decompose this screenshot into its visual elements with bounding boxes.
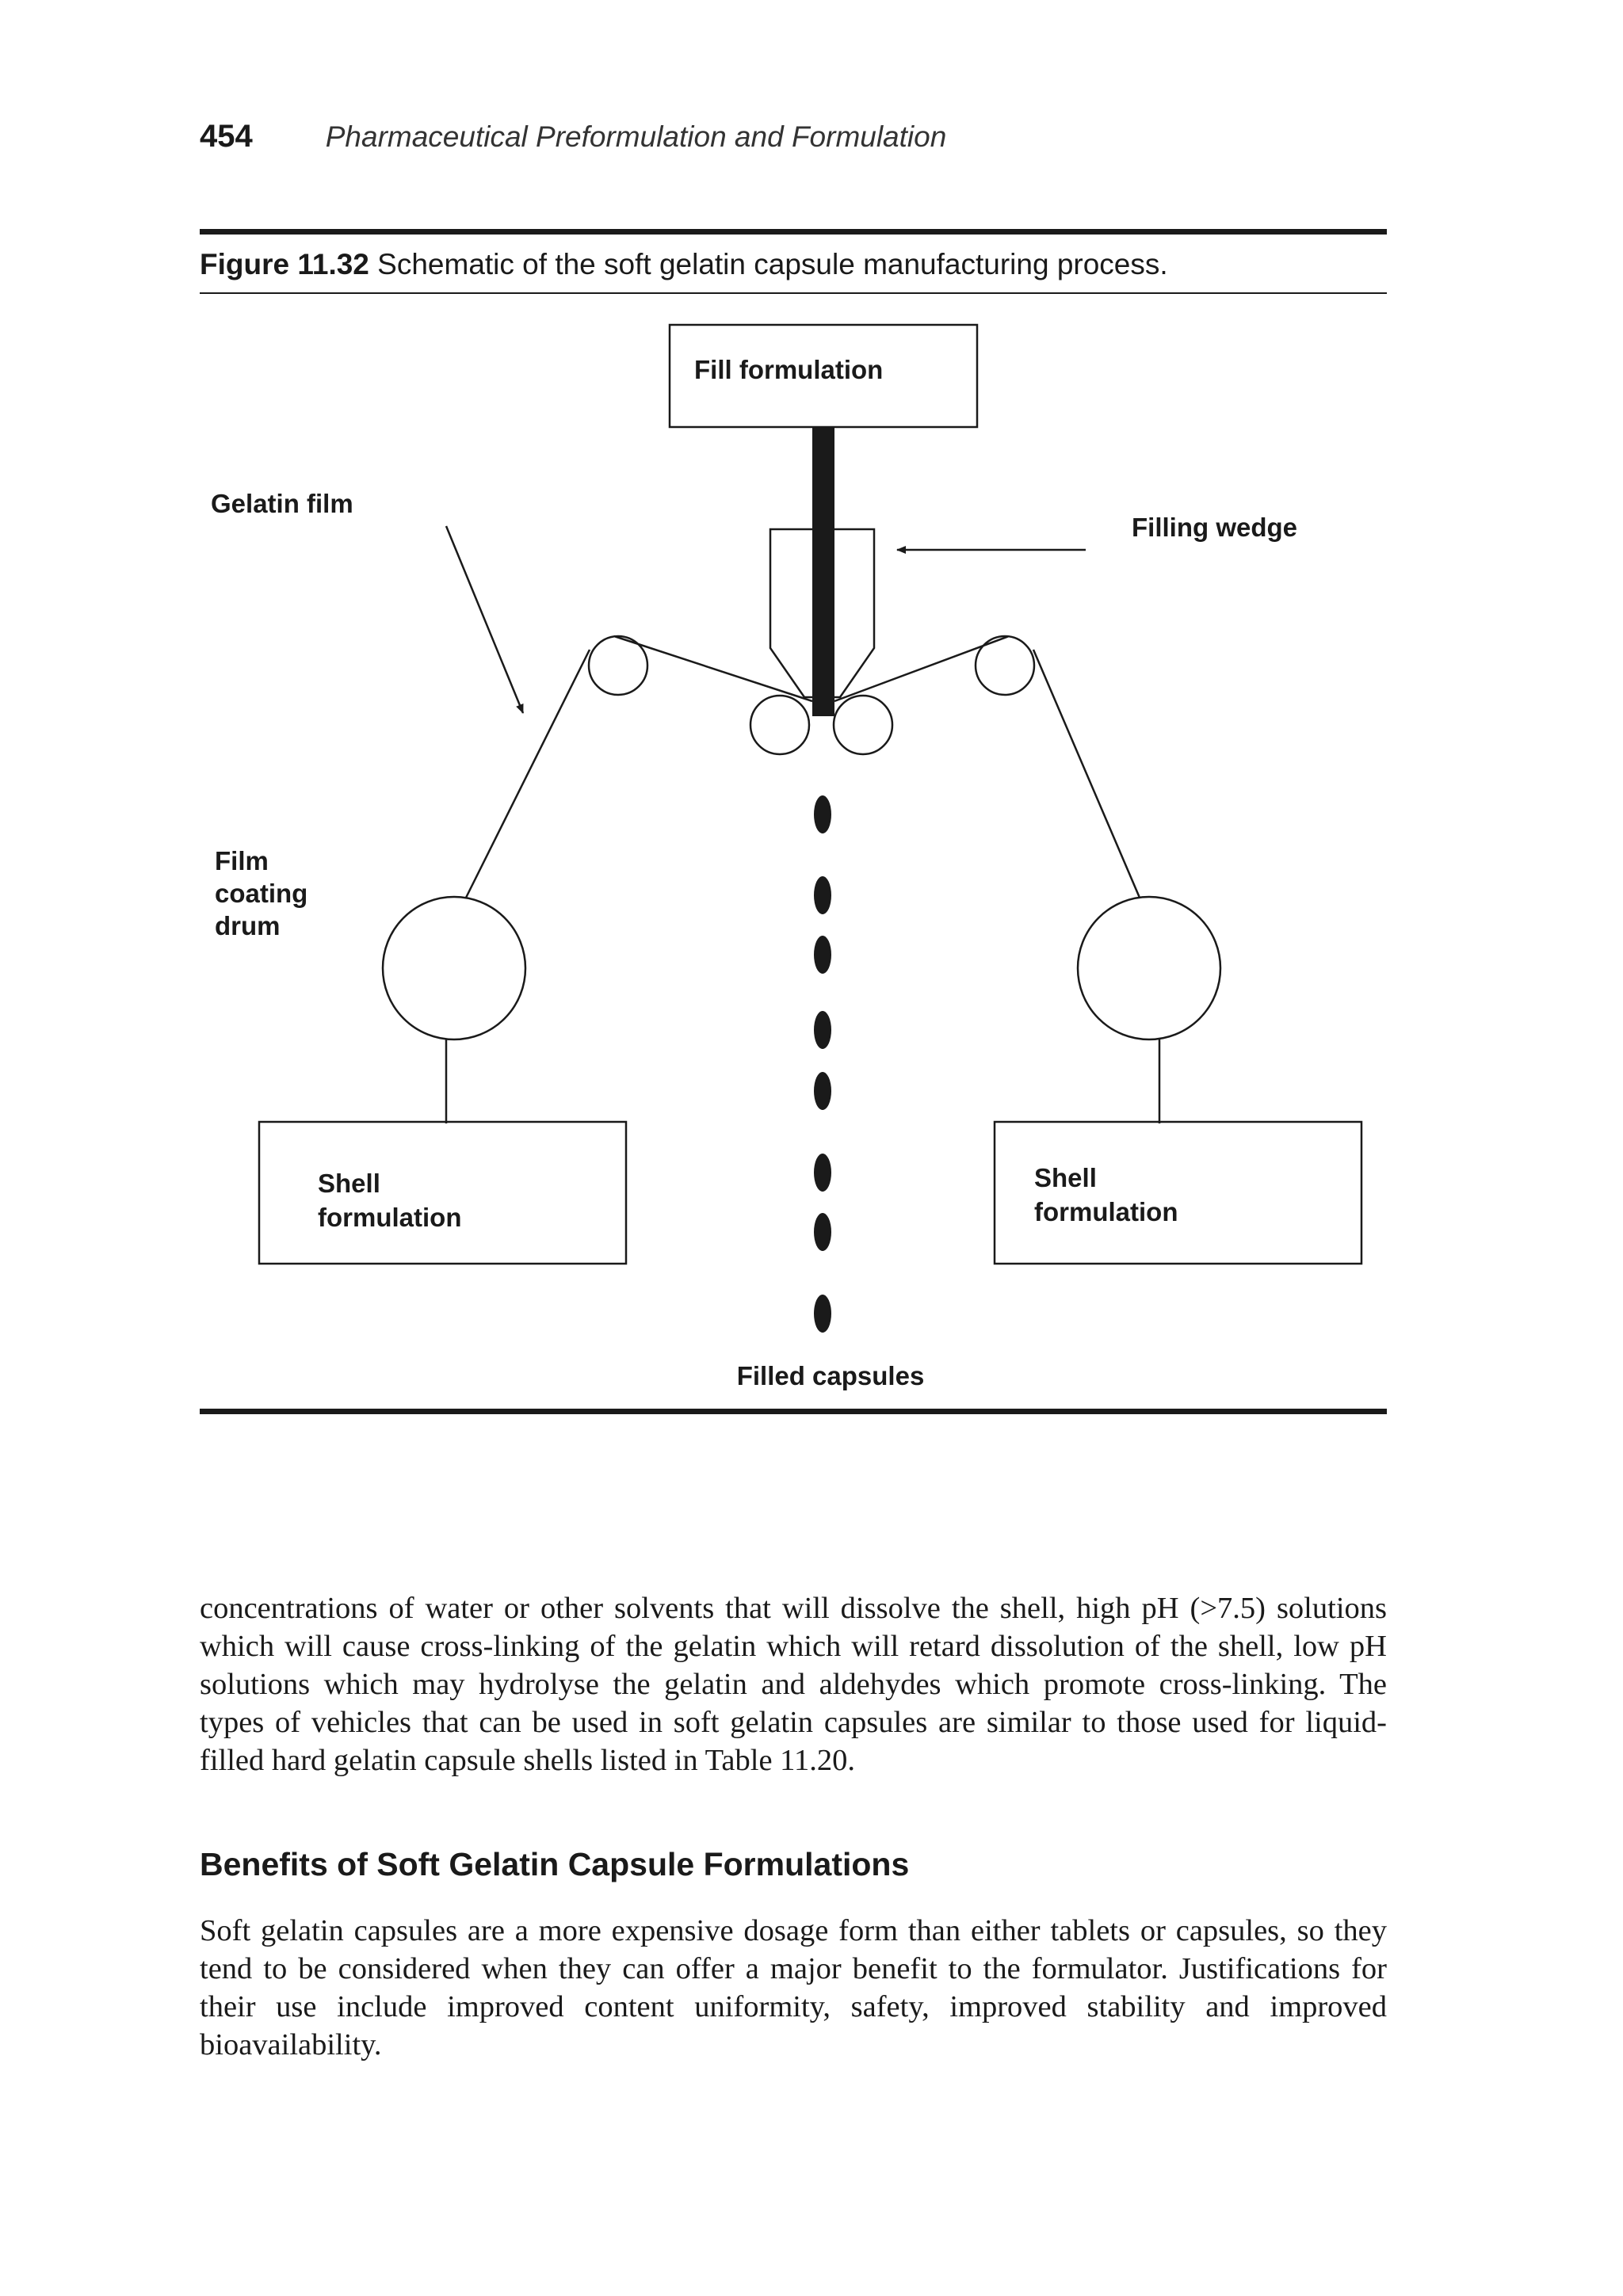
gelatin-film-arrow (445, 525, 525, 714)
left-guide-roller (587, 635, 649, 696)
section-heading: Benefits of Soft Gelatin Capsule Formula… (200, 1846, 910, 1882)
right-film-coating-drum (1076, 895, 1222, 1041)
figure-caption-text: Schematic of the soft gelatin capsule ma… (369, 248, 1168, 280)
running-head: 454 Pharmaceutical Preformulation and Fo… (200, 119, 946, 166)
left-die-roll (749, 694, 811, 756)
fill-tube (812, 427, 834, 716)
left-film-coating-drum (381, 895, 527, 1041)
fill-formulation-label: Fill formulation (694, 355, 883, 384)
right-shell-formulation-label: Shell formulation (1034, 1163, 1178, 1226)
left-shell-formulation-box (258, 1120, 628, 1265)
capsule (814, 1295, 831, 1333)
body-paragraph-1: concentrations of water or other solvent… (200, 1592, 1387, 1777)
capsule (814, 1072, 831, 1110)
gelatin-film-path (464, 635, 1141, 898)
running-title: Pharmaceutical Preformulation and Formul… (325, 120, 947, 153)
page-number: 454 (200, 119, 253, 154)
figure-top-rule (200, 229, 1387, 235)
left-shell-formulation-label: Shell formulation (318, 1169, 461, 1232)
right-die-roll (832, 694, 894, 756)
figure-caption-rule (200, 292, 1387, 294)
capsule (814, 1011, 831, 1049)
figure-caption: Figure 11.32 Schematic of the soft gelat… (200, 246, 1387, 284)
figure-bottom-rule (200, 1409, 1387, 1414)
filling-wedge (769, 528, 876, 699)
filled-capsules (814, 795, 831, 1333)
gelatin-film-label: Gelatin film (211, 489, 353, 518)
filling-wedge-label: Filling wedge (1132, 513, 1297, 542)
capsule (814, 1154, 831, 1192)
capsule (814, 936, 831, 974)
capsule (814, 876, 831, 914)
filled-capsules-label: Filled capsules (737, 1361, 925, 1390)
right-guide-roller (974, 635, 1036, 696)
figure-label: Figure 11.32 (200, 248, 369, 280)
capsule (814, 1213, 831, 1251)
capsule (814, 795, 831, 833)
body-paragraph-2: Soft gelatin capsules are a more expensi… (200, 1914, 1387, 2061)
film-coating-drum-label: Film coating drum (215, 846, 315, 940)
right-shell-formulation-box (993, 1120, 1363, 1265)
